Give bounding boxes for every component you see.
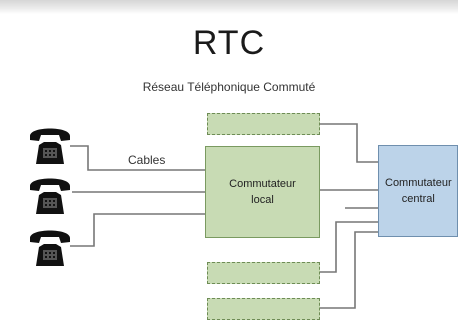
trunk-line-5: [320, 231, 378, 309]
top-exchange-box: [207, 113, 320, 135]
trunk-line-4: [320, 221, 378, 273]
trunk-line-1: [320, 123, 378, 163]
diagram-title: RTC: [192, 24, 266, 62]
telephone-icon: [30, 178, 70, 214]
cable-line-3: [70, 213, 205, 247]
central-switch-label-1: Commutateur: [385, 177, 452, 189]
local-switch-label-1: Commutateur: [229, 178, 296, 190]
telephone-icon: [30, 230, 70, 266]
central-switch-box: Commutateur central: [378, 145, 458, 237]
diagram-subtitle: Réseau Téléphonique Commuté: [142, 80, 316, 94]
local-switch-label-2: local: [251, 194, 274, 206]
top-border: [0, 0, 458, 14]
telephone-icon: [30, 128, 70, 164]
local-switch-box: Commutateur local: [205, 146, 320, 238]
lower-exchange-box-1: [207, 262, 320, 284]
central-switch-label-2: central: [401, 193, 435, 205]
cable-line-1: [70, 145, 205, 171]
cables-label: Cables: [128, 153, 166, 167]
lower-exchange-box-2: [207, 298, 320, 320]
